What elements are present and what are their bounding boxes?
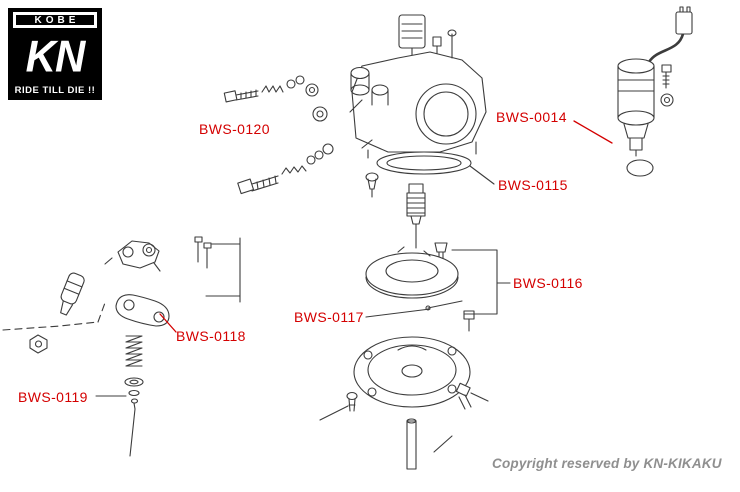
part-float-pin — [425, 300, 463, 311]
logo-kn-text: KN — [25, 31, 86, 81]
part-top-cap — [398, 14, 426, 58]
part-pilot-screw — [365, 172, 379, 198]
part-label-bws-0014: BWS-0014 — [496, 109, 567, 125]
red-leader-lines — [159, 120, 613, 333]
part-label-bws-0115: BWS-0115 — [498, 177, 568, 193]
part-label-bws-0120: BWS-0120 — [199, 121, 270, 137]
part-screw-set-upper — [223, 75, 328, 122]
logo-slogan-text: RIDE TILL DIE !! — [14, 85, 96, 96]
copyright-text: Copyright reserved by KN-KIKAKU — [492, 456, 722, 471]
part-label-bws-0118: BWS-0118 — [176, 328, 246, 344]
pointer-lines — [95, 165, 511, 453]
part-solenoid — [617, 6, 693, 157]
part-washer — [124, 377, 144, 397]
part-carb-body — [349, 29, 487, 159]
part-gasket-0115 — [376, 151, 472, 175]
part-label-bws-0119: BWS-0119 — [18, 389, 88, 405]
part-label-bws-0116: BWS-0116 — [513, 275, 583, 291]
part-needle-jet — [406, 183, 426, 249]
part-spring — [125, 335, 143, 367]
part-bracket-screws — [194, 236, 241, 303]
part-screw-set-lower — [237, 143, 334, 195]
part-label-bws-0117: BWS-0117 — [294, 309, 364, 325]
part-solenoid-screw — [660, 64, 674, 107]
part-bowl-screw-right — [455, 382, 472, 410]
part-solenoid-cap — [626, 159, 654, 177]
kn-logo: KOBE KN RIDE TILL DIE !! — [8, 8, 102, 100]
logo-kobe-text: KOBE — [12, 11, 98, 29]
part-float-ring — [365, 246, 459, 299]
part-bowl-screw-left — [346, 391, 358, 412]
part-gasket-0118 — [115, 294, 170, 327]
dashed-boundary — [2, 299, 107, 331]
part-drain-tube — [406, 418, 417, 470]
part-nut — [29, 334, 48, 354]
part-pin-screw — [463, 310, 475, 332]
part-plunger — [60, 272, 85, 316]
part-float-bowl — [353, 336, 471, 408]
part-needle — [129, 398, 139, 457]
part-cable-bracket — [104, 240, 161, 272]
